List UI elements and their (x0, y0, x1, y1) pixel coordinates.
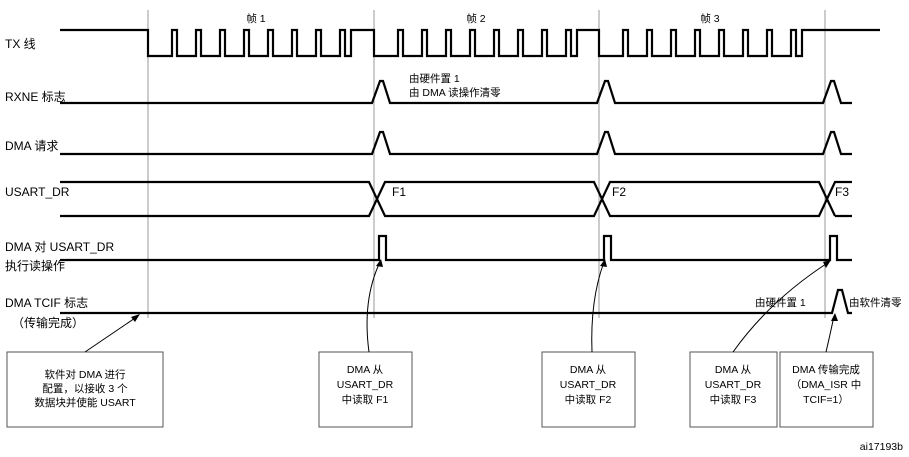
callout-box-read-f1: DMA 从 USART_DR 中读取 F1 (318, 351, 413, 428)
callout-box-config: 软件对 DMA 进行 配置，以接收 3 个 数据块并使能 USART (6, 351, 164, 428)
signal-label-tcif-2: （传输完成） (12, 315, 84, 330)
tcif-waveform (60, 288, 852, 315)
arrow-read-f3 (732, 261, 830, 353)
annotation-tcif-clear: 由软件清零 (849, 296, 902, 309)
figure-id: ai17193b (860, 441, 903, 453)
arrow-config (84, 315, 139, 353)
callout-line: 中读取 F2 (565, 393, 612, 406)
callout-box-read-f3: DMA 从 USART_DR 中读取 F3 (689, 351, 778, 428)
arrow-read-f2 (591, 261, 605, 353)
callout-line: DMA 从 (347, 364, 384, 376)
usart-dr-value-f1: F1 (392, 185, 406, 199)
signal-label-usart-dr: USART_DR (5, 185, 70, 199)
arrow-head (131, 314, 140, 322)
callout-line: 配置，以接收 3 个 (42, 382, 128, 395)
arrow-head (376, 259, 383, 267)
callout-box-read-f2: DMA 从 USART_DR 中读取 F2 (541, 351, 636, 428)
annotation-rxne-clear: 由 DMA 读操作清零 (409, 86, 501, 99)
signal-label-tx: TX 线 (5, 37, 36, 51)
frame-label-3: 帧 3 (700, 12, 719, 25)
arrow-head (600, 259, 607, 267)
callout-line: USART_DR (337, 379, 394, 391)
callout-line: TCIF=1） (803, 394, 849, 406)
callout-line: 中读取 F1 (342, 393, 389, 406)
callout-box-transfer-complete: DMA 传输完成 （DMA_ISR 中 TCIF=1） (779, 351, 874, 428)
callout-line: USART_DR (705, 379, 762, 391)
callout-line: DMA 从 (570, 364, 607, 376)
callout-line: USART_DR (560, 379, 617, 391)
dma-read-waveform (60, 234, 852, 262)
arrow-transfer-complete (825, 315, 835, 353)
callout-line: 数据块并使能 USART (34, 396, 136, 409)
tx-waveform (60, 28, 880, 58)
dma-request-waveform (60, 130, 852, 156)
callout-line: 中读取 F3 (710, 393, 757, 406)
callout-line: DMA 传输完成 (792, 363, 860, 376)
usart-dr-bus (60, 180, 852, 218)
frame-label-2: 帧 2 (466, 12, 485, 25)
callout-line: （DMA_ISR 中 (791, 378, 862, 391)
signal-label-dma-read-1: DMA 对 USART_DR (5, 240, 114, 254)
annotation-tcif-set: 由硬件置 1 (755, 296, 806, 309)
usart-dr-value-f3: F3 (835, 185, 849, 199)
usart-dr-value-f2: F2 (612, 185, 626, 199)
arrow-head (831, 313, 838, 321)
annotation-rxne-set: 由硬件置 1 (409, 72, 460, 85)
signal-label-tcif-1: DMA TCIF 标志 (5, 296, 88, 310)
signal-label-dma-request: DMA 请求 (5, 139, 58, 153)
callout-line: 软件对 DMA 进行 (44, 368, 126, 381)
callout-line: DMA 从 (715, 364, 752, 376)
signal-label-dma-read-2: 执行读操作 (5, 258, 65, 273)
callout-arrows (84, 259, 838, 353)
rxne-waveform (60, 79, 852, 105)
arrow-read-f1 (366, 261, 381, 353)
frame-label-1: 帧 1 (246, 12, 265, 25)
signal-label-rxne: RXNE 标志 (5, 90, 66, 104)
arrow-head (823, 260, 831, 268)
